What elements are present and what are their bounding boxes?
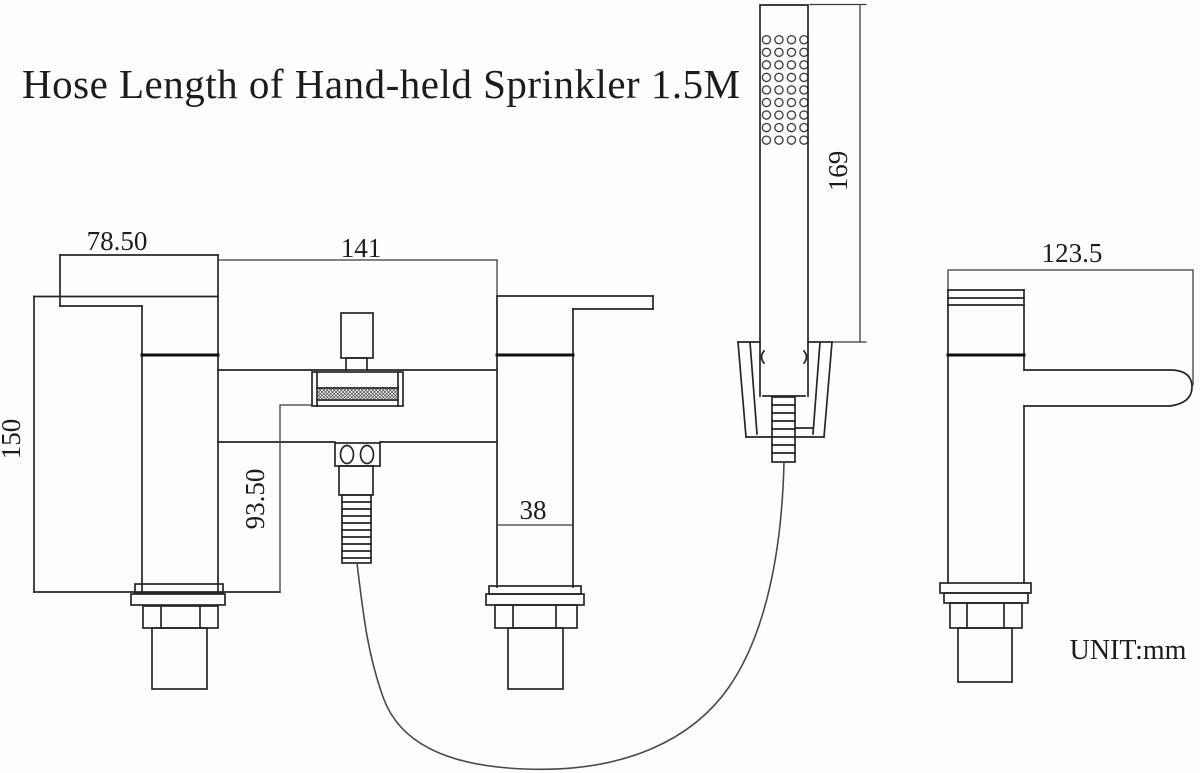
wall-bracket	[737, 341, 833, 463]
diverter-knob	[340, 312, 374, 359]
strainer-box	[311, 371, 404, 407]
unit-label: UNIT:mm	[1070, 635, 1187, 666]
side-view-base	[939, 582, 1032, 683]
dim-label-spout-reach: 123.5	[1042, 238, 1103, 268]
hose-outlet-connector	[334, 442, 381, 564]
dim-label-lower-section: 38	[520, 495, 547, 525]
hand-sprinkler	[759, 4, 811, 397]
sprinkler-hose-connector	[771, 396, 814, 463]
dimension-lines	[217, 3, 1194, 593]
dim-line-169	[809, 3, 867, 343]
bracket-clips	[760, 349, 808, 365]
dim-label-handle-centers: 141	[341, 233, 382, 263]
shower-hose	[356, 461, 785, 771]
drawing-title: Hose Length of Hand-held Sprinkler 1.5M	[22, 61, 741, 107]
left-pillar-handle	[33, 254, 220, 593]
waterfall-spout	[1023, 369, 1193, 407]
dim-label-sprinkler-length: 169	[823, 151, 853, 192]
right-pillar-base	[485, 585, 585, 690]
dim-line-93-50	[279, 404, 313, 593]
dim-label-outlet-height: 93.50	[240, 469, 270, 530]
right-pillar-handle	[495, 295, 654, 588]
center-body	[217, 312, 498, 564]
dim-line-123-5	[947, 269, 1194, 386]
dim-label-handle-width: 78.50	[87, 226, 148, 256]
left-pillar-base	[130, 583, 226, 690]
diverter-neck	[345, 357, 368, 371]
front-view-mixer	[33, 254, 654, 690]
sprinkler-face-holes	[761, 33, 811, 147]
side-view-mixer	[939, 289, 1193, 683]
side-handle-plate	[947, 289, 1025, 306]
dim-label-body-height: 150	[0, 419, 26, 460]
